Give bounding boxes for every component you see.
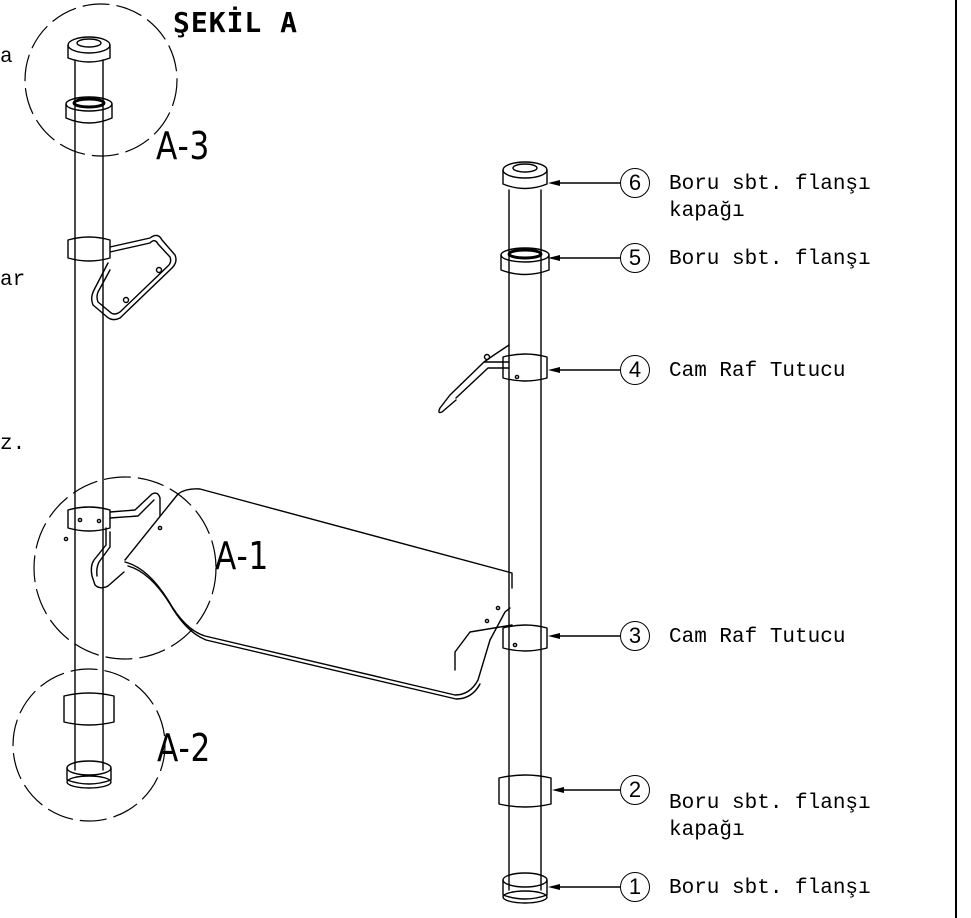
detail-label-a3: A-3	[156, 124, 211, 168]
part-label: Cam Raf Tutucu	[669, 360, 846, 383]
detail-circle-a3	[24, 3, 178, 157]
part-label: Boru sbt. flanşı	[669, 248, 871, 271]
part-label-line2: kapağı	[669, 200, 745, 223]
detail-label-a2: A-2	[157, 726, 212, 770]
figure-title: ŞEKİL A	[173, 6, 299, 39]
part-number-callout: 3	[620, 621, 650, 651]
detail-circle-a2	[12, 668, 166, 822]
part-number-callout: 2	[620, 775, 650, 805]
detail-circle-a1	[33, 476, 217, 660]
part-number-callout: 4	[620, 355, 650, 385]
right-pole	[498, 161, 552, 904]
part-label: Boru sbt. flanşı	[669, 173, 871, 196]
side-text-fragment: z.	[0, 433, 26, 456]
side-text-fragment: a	[0, 46, 13, 69]
side-text-fragment: ar	[0, 269, 26, 292]
part-label: Boru sbt. flanşı	[669, 877, 871, 900]
part-number-callout: 6	[620, 168, 650, 198]
part-number-callout: 1	[620, 872, 650, 902]
part-label-line2: kapağı	[669, 819, 745, 842]
part-label: Cam Raf Tutucu	[669, 626, 846, 649]
part-number-callout: 5	[620, 243, 650, 273]
left-upper-bracket	[91, 234, 177, 321]
left-pole	[63, 36, 115, 789]
right-upper-bracket	[438, 344, 510, 414]
left-middle-bracket	[63, 492, 163, 589]
detail-label-a1: A-1	[215, 534, 270, 578]
glass-shelf	[124, 488, 513, 700]
leader-lines	[551, 182, 621, 888]
part-label: Boru sbt. flanşı	[669, 792, 871, 815]
